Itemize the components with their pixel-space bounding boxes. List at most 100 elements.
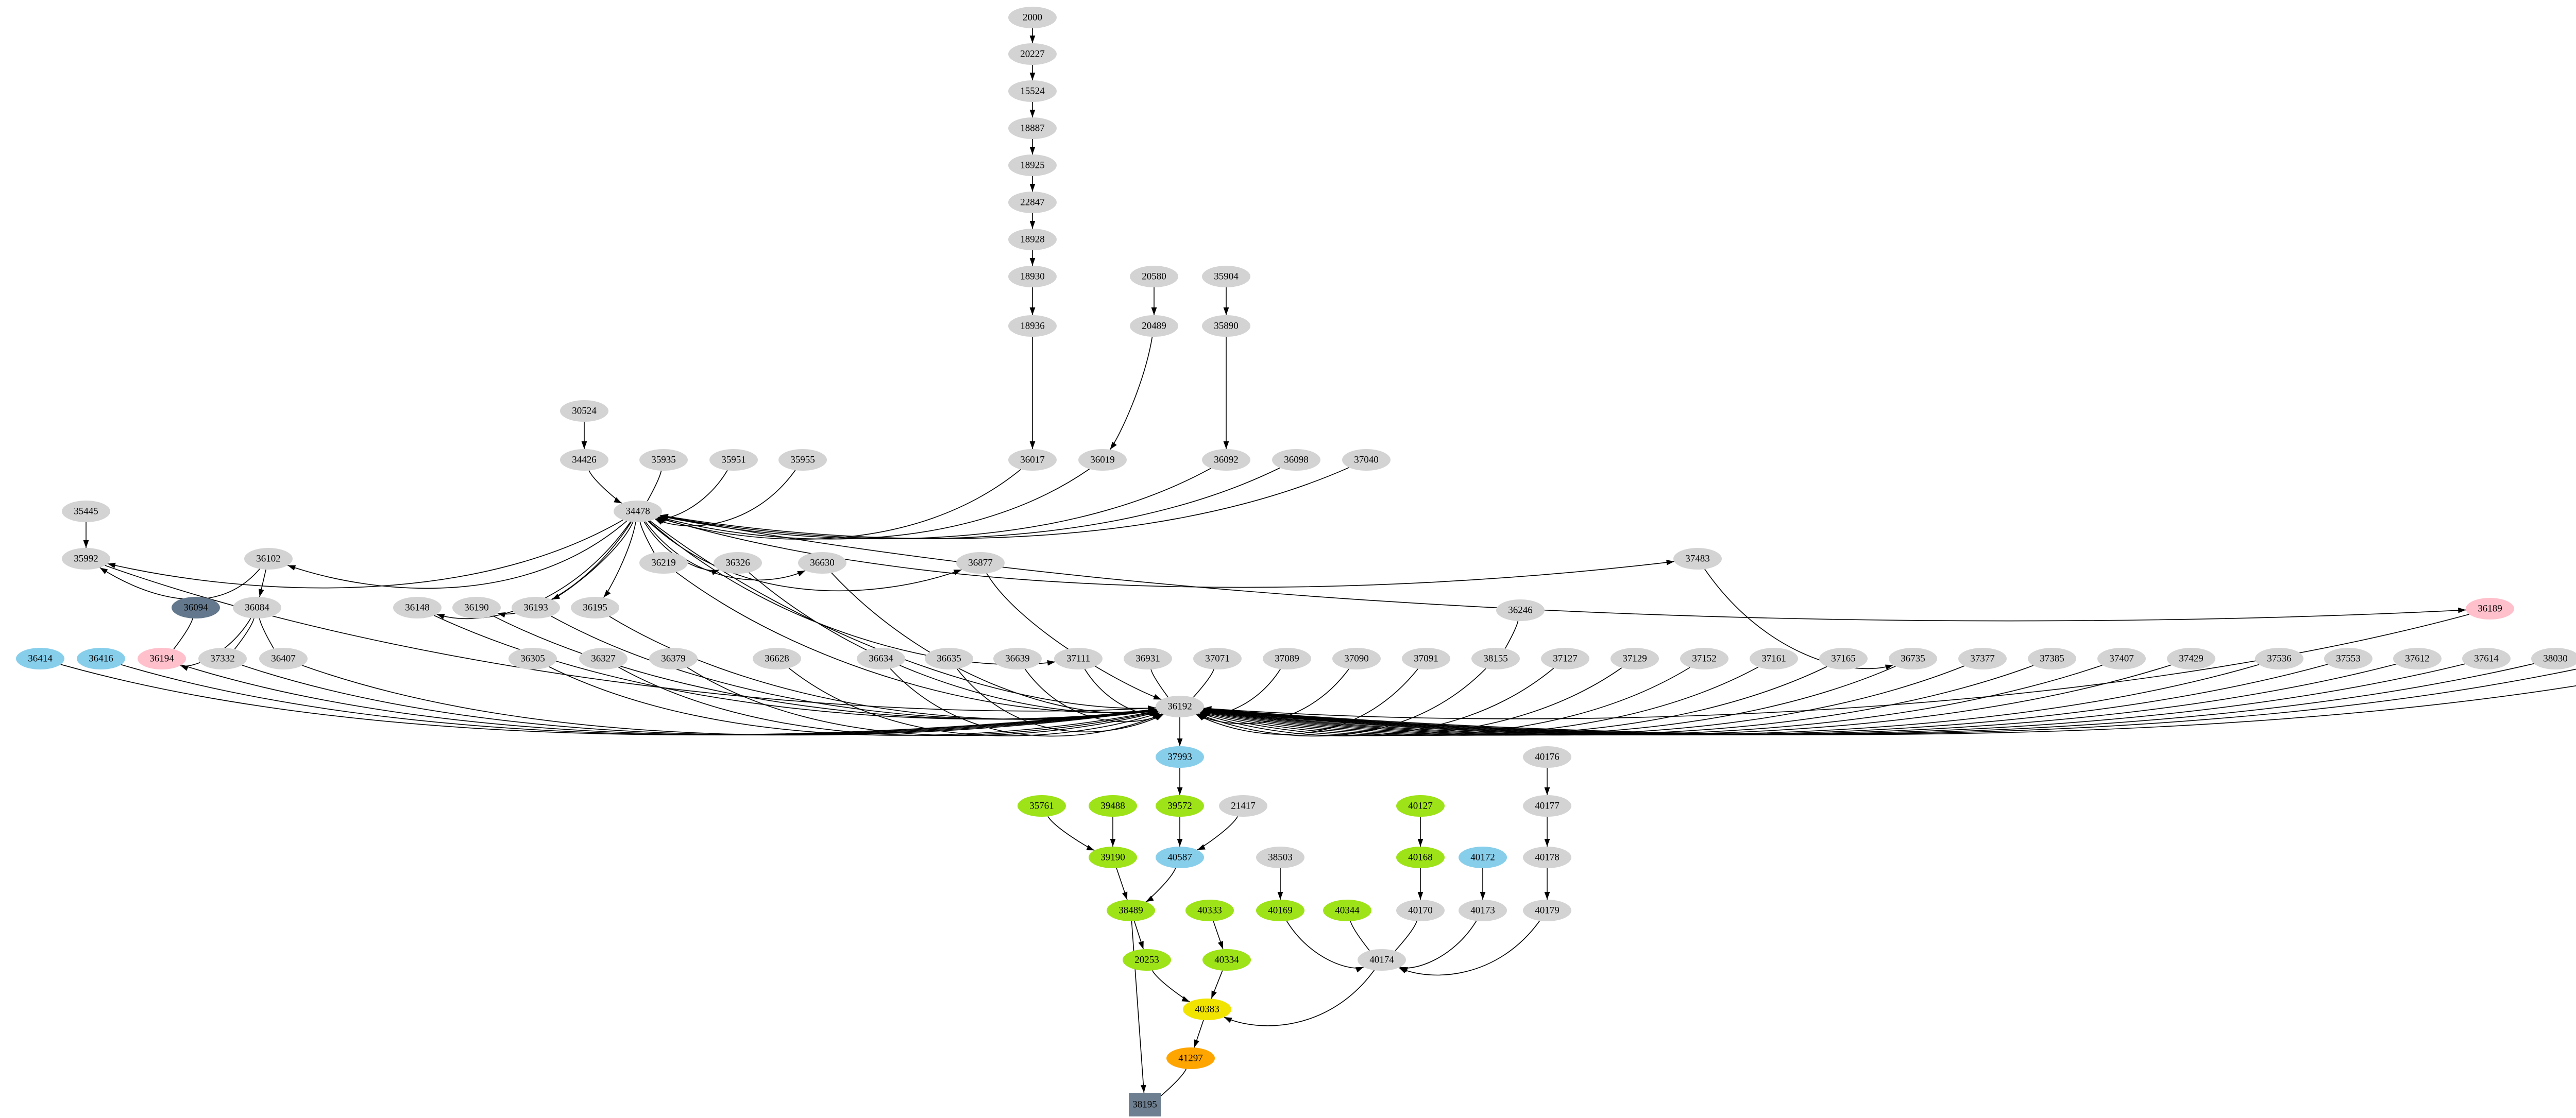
node-ellipse-shape[interactable] bbox=[579, 648, 628, 669]
graph-node-37090[interactable]: 37090 bbox=[1332, 648, 1381, 669]
node-ellipse-shape[interactable] bbox=[1358, 949, 1406, 971]
graph-node-21417[interactable]: 21417 bbox=[1219, 795, 1267, 817]
node-ellipse-shape[interactable] bbox=[1008, 43, 1057, 65]
node-ellipse-shape[interactable] bbox=[1256, 900, 1304, 921]
node-ellipse-shape[interactable] bbox=[1018, 795, 1066, 817]
graph-node-40127[interactable]: 40127 bbox=[1396, 795, 1445, 817]
node-ellipse-shape[interactable] bbox=[77, 648, 125, 669]
graph-node-36092[interactable]: 36092 bbox=[1202, 449, 1250, 471]
graph-node-36189[interactable]: 36189 bbox=[2466, 598, 2514, 620]
graph-node-40587[interactable]: 40587 bbox=[1156, 847, 1204, 868]
node-ellipse-shape[interactable] bbox=[1459, 900, 1507, 921]
node-ellipse-shape[interactable] bbox=[233, 597, 281, 618]
node-ellipse-shape[interactable] bbox=[393, 597, 442, 618]
node-ellipse-shape[interactable] bbox=[1008, 80, 1057, 102]
node-ellipse-shape[interactable] bbox=[1008, 192, 1057, 213]
node-ellipse-shape[interactable] bbox=[62, 548, 110, 570]
node-ellipse-shape[interactable] bbox=[2531, 648, 2576, 669]
graph-node-36877[interactable]: 36877 bbox=[956, 552, 1005, 574]
graph-node-36098[interactable]: 36098 bbox=[1272, 449, 1320, 471]
graph-node-37483[interactable]: 37483 bbox=[1673, 548, 1722, 570]
node-ellipse-shape[interactable] bbox=[1523, 900, 1571, 921]
node-ellipse-shape[interactable] bbox=[1156, 847, 1204, 868]
node-ellipse-shape[interactable] bbox=[1396, 847, 1445, 868]
graph-node-36148[interactable]: 36148 bbox=[393, 597, 442, 618]
graph-node-36195[interactable]: 36195 bbox=[571, 597, 619, 618]
node-ellipse-shape[interactable] bbox=[560, 449, 608, 471]
node-ellipse-shape[interactable] bbox=[2462, 648, 2511, 669]
graph-node-30524[interactable]: 30524 bbox=[560, 400, 608, 422]
graph-node-36192[interactable]: 36192 bbox=[1156, 696, 1204, 717]
graph-node-40168[interactable]: 40168 bbox=[1396, 847, 1445, 868]
node-ellipse-shape[interactable] bbox=[1166, 1047, 1215, 1069]
node-ellipse-shape[interactable] bbox=[778, 449, 827, 471]
graph-node-36219[interactable]: 36219 bbox=[639, 552, 688, 574]
graph-node-37553[interactable]: 37553 bbox=[2324, 648, 2372, 669]
graph-node-2000[interactable]: 2000 bbox=[1008, 7, 1057, 28]
node-ellipse-shape[interactable] bbox=[452, 597, 501, 618]
graph-node-34426[interactable]: 34426 bbox=[560, 449, 608, 471]
graph-node-37385[interactable]: 37385 bbox=[2028, 648, 2076, 669]
node-ellipse-shape[interactable] bbox=[1008, 117, 1057, 139]
graph-node-37040[interactable]: 37040 bbox=[1342, 449, 1391, 471]
graph-node-40177[interactable]: 40177 bbox=[1523, 795, 1571, 817]
node-ellipse-shape[interactable] bbox=[1008, 7, 1057, 28]
node-ellipse-shape[interactable] bbox=[714, 552, 762, 574]
graph-node-40169[interactable]: 40169 bbox=[1256, 900, 1304, 921]
graph-node-18925[interactable]: 18925 bbox=[1008, 154, 1057, 176]
graph-node-37165[interactable]: 37165 bbox=[1819, 648, 1868, 669]
node-ellipse-shape[interactable] bbox=[1130, 266, 1178, 287]
graph-node-36190[interactable]: 36190 bbox=[452, 597, 501, 618]
graph-node-40170[interactable]: 40170 bbox=[1396, 900, 1445, 921]
graph-node-39572[interactable]: 39572 bbox=[1156, 795, 1204, 817]
node-ellipse-shape[interactable] bbox=[560, 400, 608, 422]
node-ellipse-shape[interactable] bbox=[798, 552, 846, 574]
graph-node-38195[interactable]: 38195 bbox=[1129, 1093, 1161, 1116]
node-ellipse-shape[interactable] bbox=[1008, 449, 1057, 471]
graph-node-36193[interactable]: 36193 bbox=[512, 597, 560, 618]
node-ellipse-shape[interactable] bbox=[1819, 648, 1868, 669]
node-ellipse-shape[interactable] bbox=[1680, 648, 1728, 669]
graph-node-36019[interactable]: 36019 bbox=[1078, 449, 1127, 471]
graph-node-40173[interactable]: 40173 bbox=[1459, 900, 1507, 921]
graph-node-37536[interactable]: 37536 bbox=[2255, 648, 2303, 669]
node-ellipse-shape[interactable] bbox=[1332, 648, 1381, 669]
node-ellipse-shape[interactable] bbox=[1202, 266, 1250, 287]
graph-node-35761[interactable]: 35761 bbox=[1018, 795, 1066, 817]
node-ellipse-shape[interactable] bbox=[1523, 746, 1571, 768]
node-ellipse-shape[interactable] bbox=[1342, 449, 1391, 471]
graph-node-35890[interactable]: 35890 bbox=[1202, 315, 1250, 337]
graph-node-18930[interactable]: 18930 bbox=[1008, 266, 1057, 287]
node-ellipse-shape[interactable] bbox=[649, 648, 698, 669]
node-ellipse-shape[interactable] bbox=[509, 648, 557, 669]
graph-node-36017[interactable]: 36017 bbox=[1008, 449, 1057, 471]
graph-node-37127[interactable]: 37127 bbox=[1541, 648, 1589, 669]
graph-node-36639[interactable]: 36639 bbox=[993, 648, 1042, 669]
node-ellipse-shape[interactable] bbox=[1185, 900, 1234, 921]
graph-node-20580[interactable]: 20580 bbox=[1130, 266, 1178, 287]
graph-node-39190[interactable]: 39190 bbox=[1089, 847, 1137, 868]
graph-node-36735[interactable]: 36735 bbox=[1889, 648, 1937, 669]
graph-node-37111[interactable]: 37111 bbox=[1054, 648, 1103, 669]
graph-node-40333[interactable]: 40333 bbox=[1185, 900, 1234, 921]
graph-node-40178[interactable]: 40178 bbox=[1523, 847, 1571, 868]
node-ellipse-shape[interactable] bbox=[1089, 795, 1137, 817]
graph-node-40172[interactable]: 40172 bbox=[1459, 847, 1507, 868]
node-ellipse-shape[interactable] bbox=[1889, 648, 1937, 669]
graph-node-40344[interactable]: 40344 bbox=[1323, 900, 1371, 921]
graph-node-36194[interactable]: 36194 bbox=[138, 648, 186, 669]
graph-node-37152[interactable]: 37152 bbox=[1680, 648, 1728, 669]
node-ellipse-shape[interactable] bbox=[1089, 847, 1137, 868]
graph-node-36379[interactable]: 36379 bbox=[649, 648, 698, 669]
node-ellipse-shape[interactable] bbox=[571, 597, 619, 618]
graph-node-35955[interactable]: 35955 bbox=[778, 449, 827, 471]
graph-node-37612[interactable]: 37612 bbox=[2393, 648, 2442, 669]
node-ellipse-shape[interactable] bbox=[614, 501, 662, 522]
node-ellipse-shape[interactable] bbox=[753, 648, 801, 669]
node-ellipse-shape[interactable] bbox=[1202, 449, 1250, 471]
node-ellipse-shape[interactable] bbox=[2028, 648, 2076, 669]
node-ellipse-shape[interactable] bbox=[1263, 648, 1311, 669]
node-ellipse-shape[interactable] bbox=[2097, 648, 2146, 669]
node-ellipse-shape[interactable] bbox=[1078, 449, 1127, 471]
node-ellipse-shape[interactable] bbox=[1123, 949, 1171, 971]
